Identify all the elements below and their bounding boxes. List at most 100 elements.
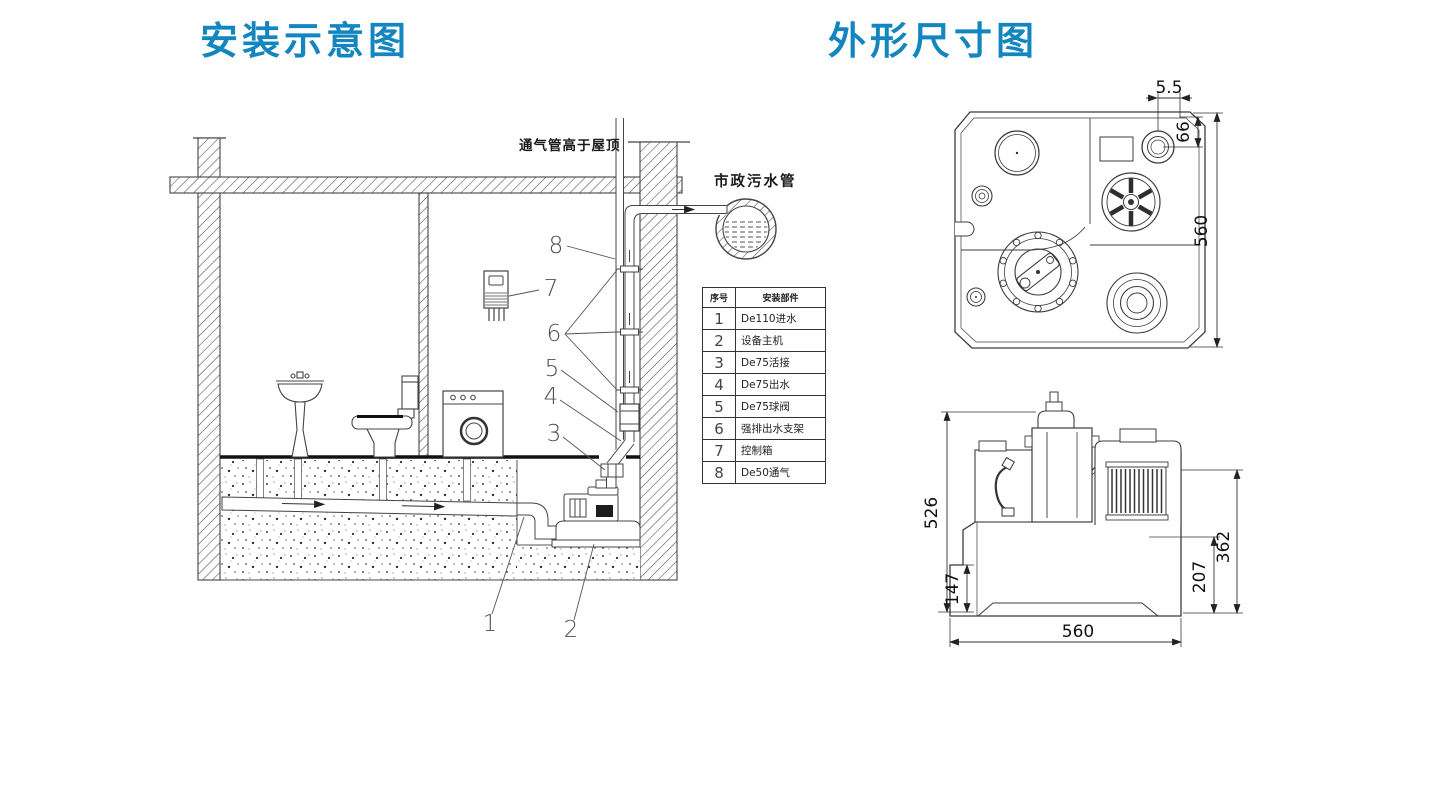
leader-5	[560, 369, 619, 413]
part-no-cell: 6	[702, 417, 736, 440]
installation-diagram: 通气管高于屋顶 市政污水管 8 7 6 5 4 3	[169, 118, 797, 643]
dim-label-560-top: 560	[1192, 215, 1212, 247]
left-column	[197, 137, 221, 581]
part-name-cell: 控制箱	[735, 439, 826, 462]
tank-lid	[994, 130, 1040, 176]
municipal-sewer-pipe	[712, 198, 777, 260]
sewer-label: 市政污水管	[714, 172, 797, 190]
part-no-cell: 3	[702, 351, 736, 374]
right-wall	[639, 141, 678, 581]
leader-6b	[564, 331, 618, 335]
control-box-wires	[488, 308, 505, 321]
washer-door	[459, 416, 489, 446]
leader-4	[559, 399, 622, 442]
base-skid	[977, 602, 1159, 617]
impeller-cover	[1101, 172, 1161, 232]
sink	[276, 371, 324, 458]
pipe-brackets	[616, 265, 643, 394]
pipe-bracket	[616, 265, 643, 273]
control-box	[483, 270, 509, 321]
part-no-cell: 1	[702, 307, 736, 330]
callout-5: 5	[545, 356, 560, 382]
part-no-cell: 7	[702, 439, 736, 462]
collection-tank	[974, 440, 1034, 523]
motor-cap	[1119, 428, 1157, 443]
part-name-cell: De75球阀	[735, 395, 826, 418]
dim-label-560-bottom: 560	[1062, 622, 1094, 642]
callout-3: 3	[547, 421, 562, 447]
leader-3	[562, 436, 606, 471]
vent-pipe	[615, 118, 624, 452]
outline-title: 外形尺寸图	[828, 19, 1039, 63]
callout-6: 6	[547, 321, 562, 347]
part-no-cell: 2	[702, 329, 736, 352]
leader-7	[508, 289, 540, 297]
table-header-no: 序号	[702, 287, 736, 308]
dim-560-bottom: 560	[949, 618, 1182, 647]
sink-drain	[294, 458, 302, 502]
leader-6c	[564, 333, 618, 391]
pump-tower	[1024, 391, 1100, 523]
table-row: 7 控制箱	[702, 439, 826, 462]
part-name-cell: 强排出水支架	[735, 417, 826, 440]
callout-numbers: 8 7 6 5 4 3 1 2	[483, 233, 579, 643]
building-structure	[169, 137, 690, 581]
callout-4: 4	[544, 384, 559, 410]
dim-66: 66	[1163, 116, 1203, 148]
partition-wall	[418, 192, 429, 458]
pump-flange	[997, 231, 1079, 313]
washer-drain	[463, 458, 471, 502]
callout-7: 7	[544, 276, 559, 302]
leader-lines	[491, 245, 622, 621]
vent-note: 通气管高于屋顶	[519, 137, 621, 154]
toilet-drain	[379, 458, 387, 502]
table-row: 1 De110进水	[702, 307, 826, 330]
lower-inlet-port	[966, 287, 986, 307]
installation-title: 安装示意图	[200, 19, 411, 63]
table-header-row: 序号 安装部件	[702, 287, 826, 308]
callout-1: 1	[483, 611, 498, 637]
table-row: 4 De75出水	[702, 373, 826, 396]
pump-dome	[1037, 410, 1075, 429]
toilet	[351, 375, 419, 458]
dim-label-362: 362	[1214, 531, 1234, 563]
table-row: 3 De75活接	[702, 351, 826, 374]
dim-label-526: 526	[922, 497, 942, 529]
leader-2	[573, 543, 595, 621]
flow-arrow	[401, 502, 446, 511]
side-inlet-port	[971, 185, 993, 207]
part-name-cell: De75活接	[735, 351, 826, 374]
pipe-bracket	[616, 386, 643, 394]
ceiling-beam	[169, 176, 683, 194]
table-row: 8 De50通气	[702, 461, 826, 484]
part-no-cell: 5	[702, 395, 736, 418]
dim-207: 207	[1181, 536, 1243, 614]
soil-under-pit	[518, 547, 640, 580]
parts-table: 序号 安装部件 1 De110进水 2 设备主机 3 De75活接 4 De75…	[702, 287, 826, 484]
part-no-cell: 8	[702, 461, 736, 484]
dim-362: 362	[1181, 469, 1243, 614]
leader-1	[491, 516, 525, 615]
top-view: 5.5 66 560	[954, 78, 1223, 349]
table-row: 6 强排出水支架	[702, 417, 826, 440]
leader-8	[566, 245, 616, 260]
union-fitting	[600, 463, 624, 489]
leader-6a	[564, 269, 618, 335]
ball-valve	[619, 403, 640, 432]
dim-label-5-5: 5.5	[1155, 78, 1182, 98]
side-view: 526 147 560 207 362	[922, 391, 1243, 647]
soil	[198, 460, 677, 581]
inlet-pipe	[221, 496, 565, 540]
dim-147: 147	[943, 564, 974, 613]
dim-label-207: 207	[1190, 561, 1210, 593]
callout-2: 2	[564, 617, 579, 643]
part-name-cell: 设备主机	[735, 329, 826, 352]
table-row: 5 De75球阀	[702, 395, 826, 418]
table-row: 2 设备主机	[702, 329, 826, 352]
outlet-port	[1106, 272, 1168, 334]
junction-box	[1099, 136, 1134, 162]
discharge-pipe	[606, 205, 716, 468]
washing-machine	[442, 390, 504, 458]
